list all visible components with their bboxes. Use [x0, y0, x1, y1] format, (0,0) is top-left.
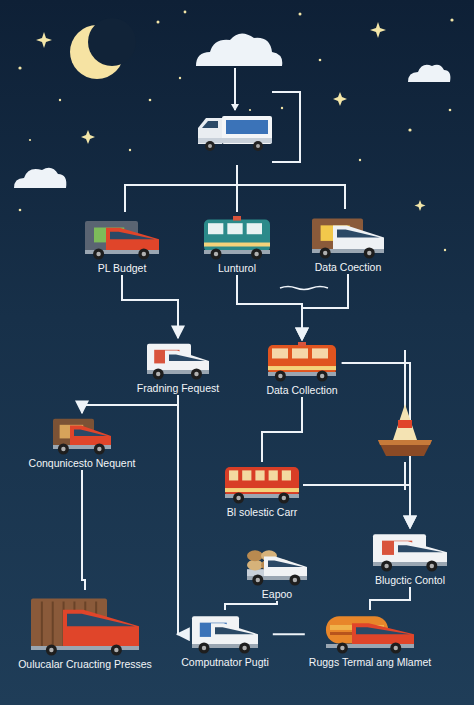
- vehicle-node: Lunturol: [200, 214, 274, 275]
- vehicle-node: Fradning Fequest: [133, 338, 223, 395]
- flow-connector: [303, 485, 410, 528]
- node-label: Computnator Pugti: [179, 656, 271, 669]
- vehicle-icon: [245, 544, 309, 586]
- flow-connector: [262, 397, 302, 462]
- vehicle-node: Bl solestic Carr: [221, 462, 303, 519]
- node-label: Conqunicesto Nequent: [27, 457, 138, 470]
- vehicle-icon: [29, 590, 141, 656]
- node-label: Data Coection: [313, 261, 384, 274]
- vehicle-icon: [83, 214, 161, 260]
- vehicle-node: Data Coection: [308, 211, 388, 274]
- node-label: Lunturol: [216, 262, 258, 275]
- vehicle-node: Data Collection: [262, 340, 341, 397]
- flow-connector: [176, 395, 179, 634]
- moon: [70, 18, 136, 79]
- boat: [378, 404, 432, 456]
- arrow-head: [231, 104, 239, 111]
- flow-connector: [225, 601, 277, 610]
- vehicle-icon: [145, 338, 211, 380]
- node-label: Bl solestic Carr: [225, 506, 300, 519]
- node-label: Oulucalar Cruacting Presses: [16, 658, 154, 671]
- stars: [18, 11, 453, 252]
- vehicle-node: Computnator Pugti: [177, 610, 273, 669]
- flow-connector: [82, 470, 85, 590]
- node-label: PL Budget: [96, 262, 149, 275]
- vehicle-icon: [371, 528, 449, 572]
- node-label: Ruggs Termal ang Mlamet: [307, 656, 433, 669]
- node-label: Data Collection: [264, 384, 339, 397]
- vehicle-node: Oulucalar Cruacting Presses: [14, 590, 156, 671]
- vehicle-icon: [324, 610, 416, 654]
- flow-connector: [273, 633, 305, 635]
- vehicle-node: Ruggs Termal ang Mlamet: [305, 610, 435, 669]
- vehicle-node: Blugctic Contol: [369, 528, 451, 587]
- ripple-line: [280, 287, 328, 290]
- vehicle-node: Conqunicesto Nequent: [25, 413, 140, 470]
- flow-connector: [82, 395, 178, 413]
- clouds: [14, 33, 450, 188]
- flow-connector: [370, 587, 410, 610]
- vehicle-icon: [190, 610, 260, 654]
- vehicle-icon: [202, 214, 272, 260]
- vehicle-node: Eapoo: [243, 544, 311, 601]
- flow-lines: [125, 68, 405, 490]
- vehicle-icon: [266, 340, 338, 382]
- top-truck: [198, 116, 272, 151]
- node-label: Blugctic Contol: [373, 574, 447, 587]
- node-label: Fradning Fequest: [135, 382, 221, 395]
- vehicle-node: PL Budget: [81, 214, 163, 275]
- flow-connector: [237, 275, 302, 340]
- vehicle-icon: [223, 462, 301, 504]
- flow-connector: [122, 275, 178, 338]
- vehicle-icon: [310, 211, 386, 259]
- node-label: Eapoo: [260, 588, 294, 601]
- vehicle-icon: [51, 413, 113, 455]
- flow-connector: [302, 274, 348, 340]
